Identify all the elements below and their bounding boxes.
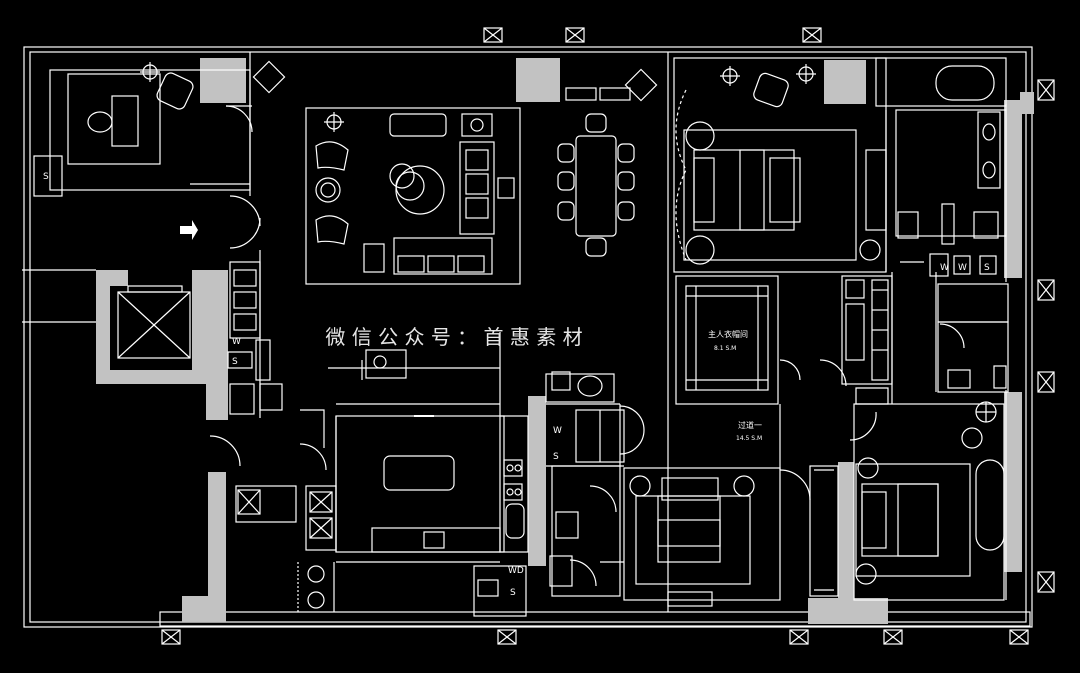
outer-walls bbox=[23, 46, 1033, 628]
corridor-label: 过道一 bbox=[738, 420, 762, 430]
bedroom-right bbox=[809, 401, 1005, 601]
window-markers bbox=[161, 27, 1055, 645]
marker-s-study: S bbox=[43, 172, 49, 182]
guest-bathroom-right bbox=[937, 283, 1009, 393]
marker-wd-kitchen: WD bbox=[508, 566, 524, 576]
closet-area: 8.1 S.M bbox=[714, 345, 736, 352]
closet-label: 主人衣帽间 bbox=[708, 329, 748, 339]
room-labels: 主人衣帽间 8.1 S.M 过道一 14.5 S.M bbox=[708, 329, 762, 442]
structural-columns bbox=[96, 58, 1034, 624]
study-room bbox=[33, 60, 286, 197]
service-block-left bbox=[209, 261, 337, 612]
marker-w-bath-1: W bbox=[958, 263, 967, 273]
hall-storage bbox=[819, 275, 893, 405]
living-room bbox=[305, 107, 521, 285]
master-bedroom bbox=[673, 57, 887, 273]
marker-w-bath-2: W bbox=[940, 263, 949, 273]
walk-in-closet bbox=[675, 275, 801, 405]
interior-walls bbox=[249, 52, 1007, 600]
dining-area bbox=[557, 52, 669, 612]
marker-s-bath: S bbox=[984, 263, 990, 273]
marker-s-left: S bbox=[232, 357, 238, 367]
marker-w-left: W bbox=[232, 337, 241, 347]
entrance-area bbox=[22, 195, 261, 359]
bedroom-center bbox=[619, 405, 811, 607]
service-markers: S W S W S WD S W W S bbox=[43, 172, 990, 598]
marker-w-center: W bbox=[553, 426, 562, 436]
kitchen bbox=[335, 415, 529, 617]
corridor-area: 14.5 S.M bbox=[736, 435, 762, 442]
watermark: 微 信 公 众 号 ： 首 惠 素 材 bbox=[325, 325, 582, 349]
marker-s-center: S bbox=[553, 452, 559, 462]
master-bathroom bbox=[875, 57, 1007, 277]
marker-s-kitchen: S bbox=[510, 588, 516, 598]
